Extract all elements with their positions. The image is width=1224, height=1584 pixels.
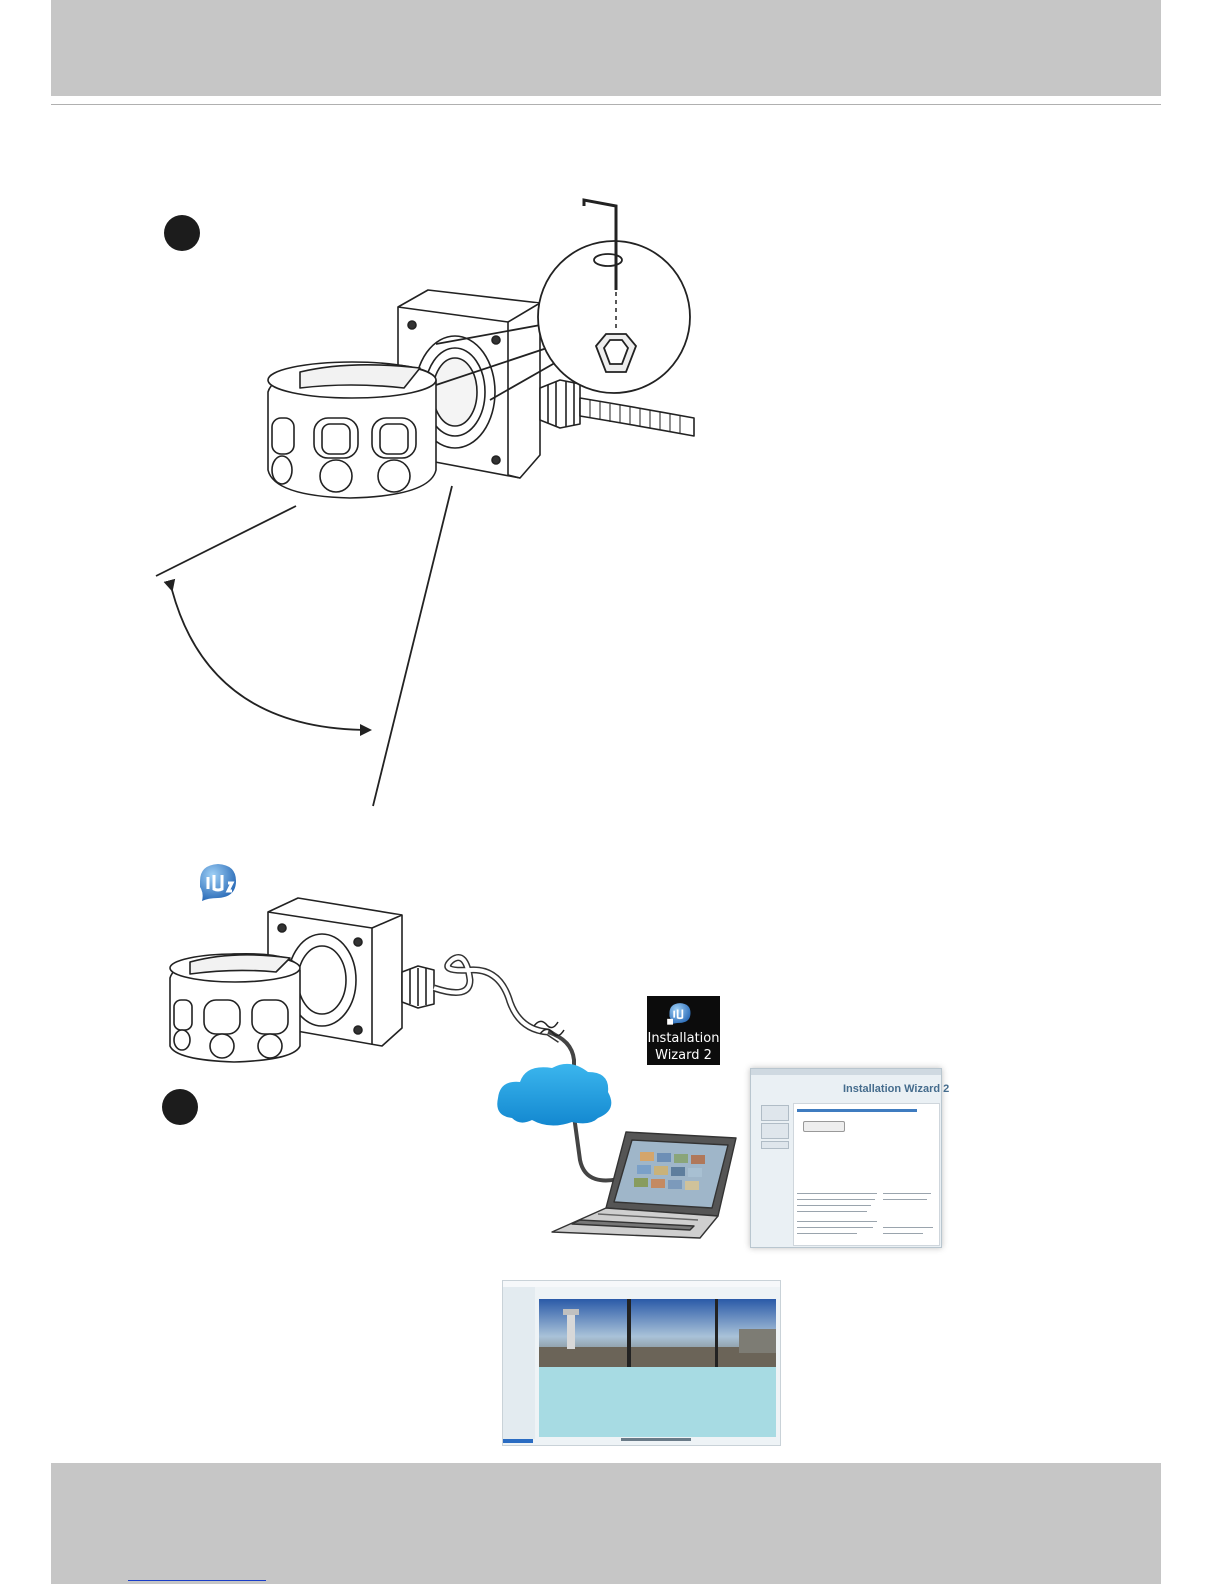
step-marker-b (162, 1089, 198, 1125)
wizard-window-title: Installation Wizard 2 (843, 1083, 949, 1095)
info-text-line (797, 1221, 877, 1222)
shortcut-label-line2: Wizard 2 (647, 1047, 720, 1064)
wizard-side-button-2[interactable] (761, 1123, 789, 1139)
info-text-line (797, 1211, 867, 1212)
selected-device-row[interactable] (797, 1109, 917, 1112)
camera-assembly-network (170, 898, 560, 1062)
info-text-line (797, 1199, 875, 1200)
info-text-line (797, 1193, 877, 1194)
installation-wizard-window: Installation Wizard 2 (750, 1068, 942, 1248)
info-text-line (797, 1227, 873, 1228)
live-view-window (502, 1280, 781, 1446)
live-view-controls[interactable] (621, 1438, 691, 1441)
footer-band (51, 1463, 1161, 1584)
wizard-side-button-1[interactable] (761, 1105, 789, 1121)
info-text-line (797, 1205, 871, 1206)
installation-wizard-logo-icon (194, 857, 242, 905)
network-cloud-icon (497, 1064, 611, 1126)
info-text-line (797, 1233, 857, 1234)
live-view-titlebar (503, 1281, 780, 1287)
window-titlebar (751, 1069, 941, 1075)
info-text-line (883, 1227, 933, 1228)
info-text-line (883, 1199, 927, 1200)
step-marker-a (164, 215, 200, 251)
live-view-footer-tab[interactable] (503, 1439, 533, 1443)
device-tooltip (803, 1121, 845, 1132)
shortcut-label-line1: Installation (647, 1030, 720, 1047)
live-view-background (539, 1367, 776, 1437)
wizard-side-button-3[interactable] (761, 1141, 789, 1149)
info-text-line (883, 1193, 931, 1194)
shortcut-label: Installation Wizard 2 (647, 1030, 720, 1064)
live-view-sidebar (503, 1287, 535, 1439)
footer-link-underline[interactable] (128, 1580, 266, 1581)
info-text-line (883, 1233, 923, 1234)
installation-wizard-icon (666, 999, 694, 1027)
tilt-angle-indicator (156, 486, 452, 806)
panoramic-video (539, 1299, 776, 1367)
